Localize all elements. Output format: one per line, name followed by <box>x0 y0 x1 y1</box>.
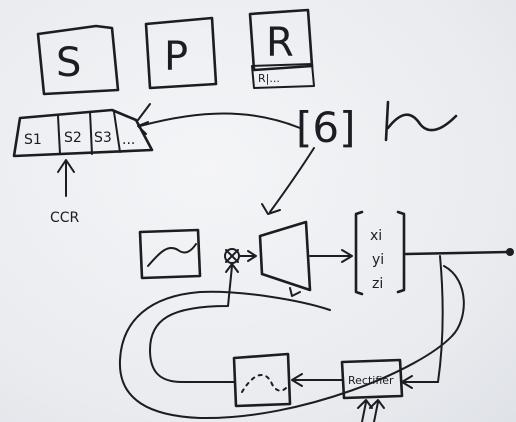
slot-2: S2 <box>64 130 82 146</box>
slot-1: S1 <box>24 132 42 148</box>
feedback-loop-inner <box>149 265 235 383</box>
p-box-label: P <box>164 34 188 80</box>
output-z: zi <box>372 276 383 292</box>
s-box: S <box>36 24 120 96</box>
s-slot-strip: S1 S2 S3 ... <box>12 108 154 158</box>
arrow-stub-1 <box>137 103 151 121</box>
bracket-label: [6] <box>296 103 356 152</box>
down-path <box>437 255 444 383</box>
slot-more: ... <box>122 132 135 148</box>
output-line <box>404 250 510 256</box>
slot-3: S3 <box>94 130 112 146</box>
s-box-label: S <box>56 40 81 86</box>
r-box-label: R <box>266 20 294 66</box>
output-x: xi <box>370 228 382 244</box>
p-box: P <box>144 16 218 90</box>
output-dot <box>506 248 514 256</box>
dashed-graph-panel <box>232 352 292 408</box>
encoder-trapezoid <box>258 220 353 297</box>
arrowhead-strip <box>137 121 149 135</box>
ccr-annotation: CCR <box>50 159 80 226</box>
output-vector: xi yi zi <box>354 210 406 296</box>
r-sub-row: R|... <box>258 72 280 85</box>
ccr-label: CCR <box>50 210 80 226</box>
squiggle-wave <box>384 100 458 142</box>
feedback-loop-outer <box>118 265 465 420</box>
arrow-bracket-to-pipeline <box>269 147 315 213</box>
arrowhead-pipeline <box>261 203 281 215</box>
bracket-6: [6] <box>296 103 356 152</box>
arrow-bracket-to-strip <box>139 112 301 129</box>
r-box: R R|... <box>248 8 315 89</box>
output-y: yi <box>372 252 384 268</box>
arrowhead-mixer <box>225 263 239 273</box>
waveform-panel <box>138 228 202 280</box>
arrowhead-small-graph <box>291 373 303 387</box>
mixer-node <box>224 248 257 264</box>
